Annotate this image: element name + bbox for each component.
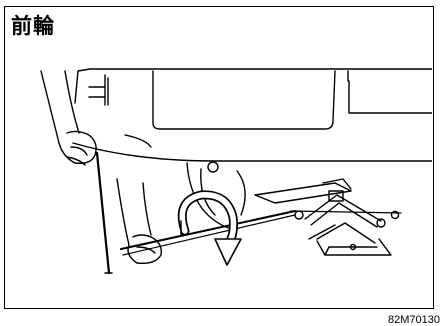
vehicle-body (73, 69, 432, 229)
figure-frame: 前輪 (4, 6, 434, 309)
jack-handle (97, 153, 295, 273)
left-hand (41, 71, 96, 165)
scissor-jack (255, 179, 401, 255)
section-title: 前輪 (11, 10, 55, 40)
jack-illustration (5, 43, 432, 307)
figure-code: 82M70130 (388, 314, 440, 326)
